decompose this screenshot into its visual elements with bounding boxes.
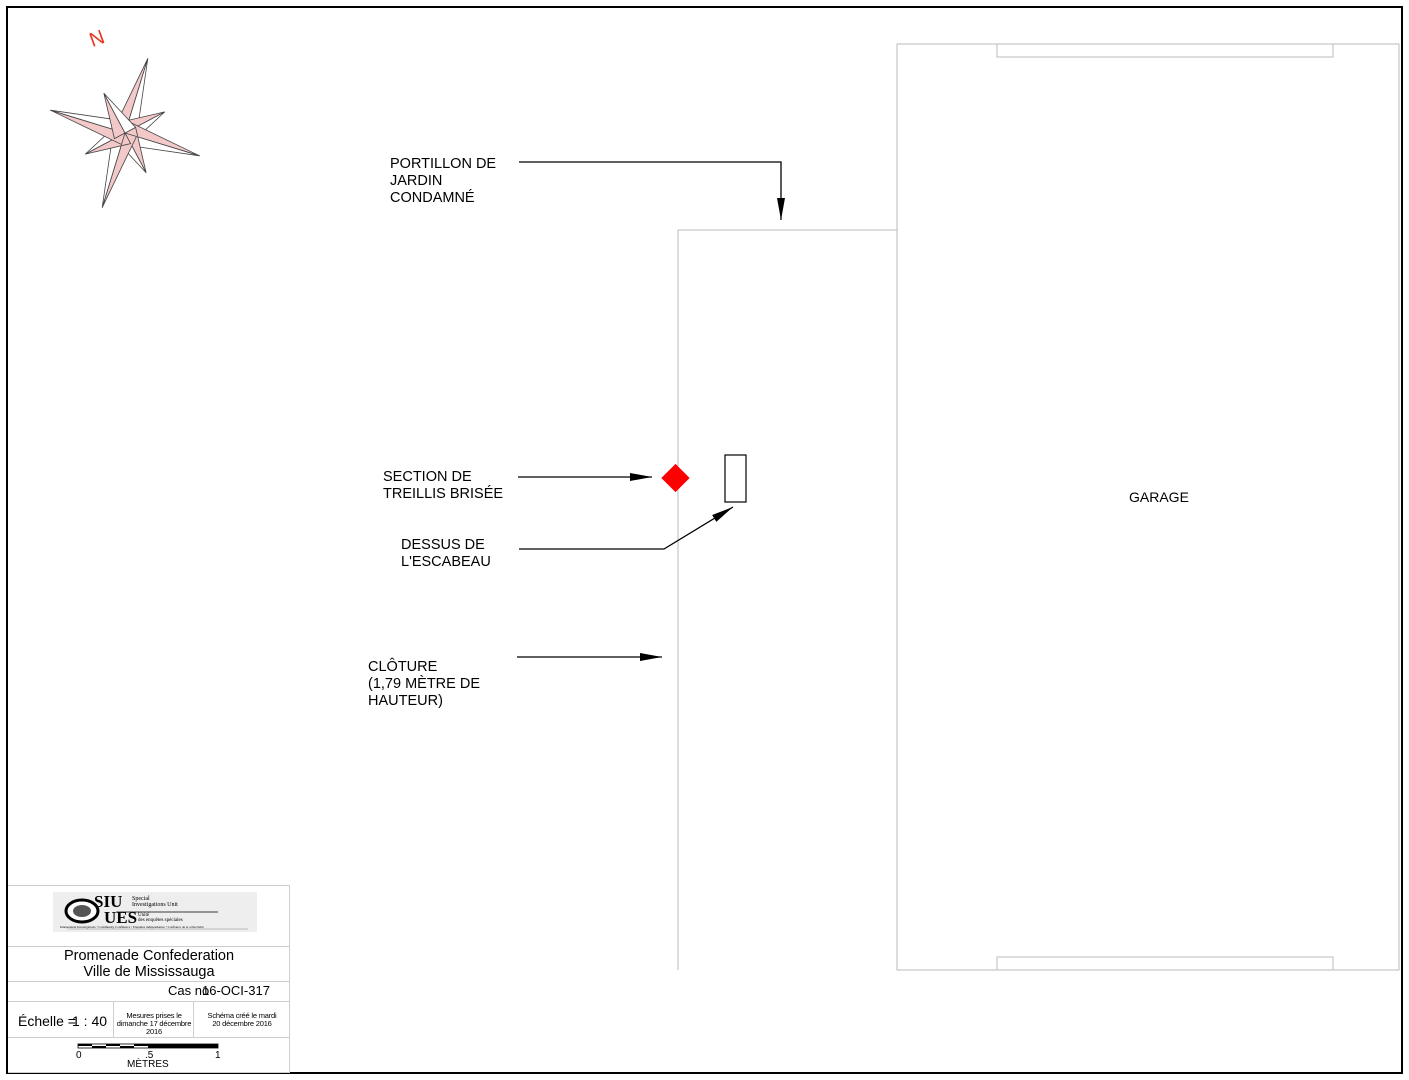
label-garage: GARAGE bbox=[1129, 489, 1189, 505]
label-dessus-escabeau: DESSUS DE L'ESCABEAU bbox=[401, 537, 491, 570]
scale-row: Échelle = 1 : 40 Mesures prises le diman… bbox=[8, 1001, 290, 1038]
title-block: SIU UES Special Investigations Unit Unit… bbox=[8, 885, 290, 1073]
broken-lattice-marker bbox=[661, 463, 690, 493]
garage-outline bbox=[896, 43, 1400, 971]
compass-rose-icon bbox=[50, 58, 200, 208]
logo-en-2: Investigations Unit bbox=[132, 902, 178, 908]
label-portillon: PORTILLON DE JARDIN CONDAMNÉ bbox=[390, 156, 497, 206]
scale-tick-half: .5 bbox=[145, 1050, 154, 1061]
label-cloture: CLÔTURE (1,79 MÈTRE DE HAUTEUR) bbox=[368, 659, 480, 709]
arrow-portillon bbox=[519, 161, 785, 220]
logo-fr-2: des enquêtes spéciales bbox=[138, 918, 183, 923]
scale-tick-0: 0 bbox=[76, 1050, 82, 1061]
measured-date: Mesures prises le dimanche 17 décembre 2… bbox=[116, 1011, 192, 1036]
case-number: 16-OCI-317 bbox=[202, 983, 270, 998]
fence-line bbox=[677, 229, 897, 970]
logo-en-1: Special bbox=[132, 896, 150, 902]
arrow-dessus bbox=[519, 506, 734, 550]
logo-siu: SIU bbox=[94, 892, 123, 911]
created-date: Schéma créé le mardi 20 décembre 2016 bbox=[207, 1011, 277, 1028]
logo-ues: UES bbox=[104, 908, 138, 927]
siu-logo: SIU UES Special Investigations Unit Unit… bbox=[8, 886, 290, 947]
drawing-frame bbox=[6, 6, 1403, 1074]
ladder-top bbox=[724, 454, 747, 503]
case-label: Cas no bbox=[168, 983, 210, 998]
logo-tagline: Independent Investigations • Community C… bbox=[60, 925, 204, 929]
garage-door-bottom bbox=[996, 956, 1334, 971]
scale-value: 1 : 40 bbox=[72, 1013, 108, 1029]
label-section-treillis: SECTION DE TREILLIS BRISÉE bbox=[383, 469, 504, 502]
logo-fr-1: Unité bbox=[138, 913, 150, 918]
location-line-1: Promenade Confederation bbox=[63, 948, 235, 964]
scale-bar: 0 .5 1 MÈTRES bbox=[8, 1037, 290, 1074]
location: Promenade Confederation Ville de Mississ… bbox=[8, 946, 290, 982]
case-row: Cas no 16-OCI-317 bbox=[8, 982, 290, 1002]
scale-label: Échelle = bbox=[18, 1013, 76, 1029]
scale-unit: MÈTRES bbox=[127, 1059, 169, 1070]
scale-tick-1: 1 bbox=[215, 1050, 221, 1061]
location-line-2: Ville de Mississauga bbox=[83, 964, 215, 980]
garage-door-top bbox=[996, 43, 1334, 58]
